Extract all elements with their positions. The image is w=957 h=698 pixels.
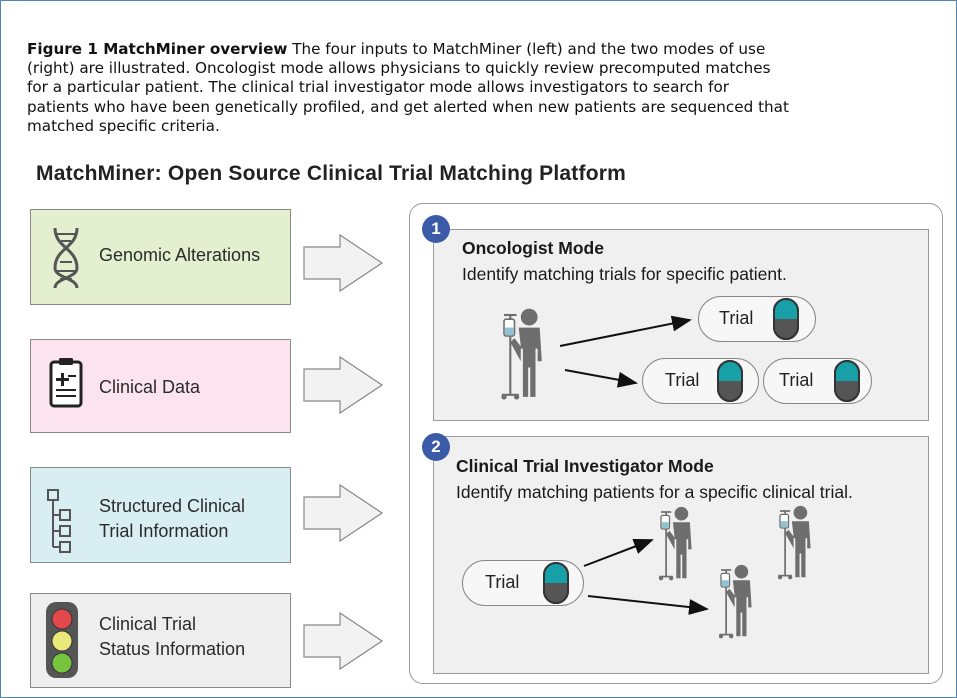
pill-capsule-icon <box>543 562 569 604</box>
trial-label: Trial <box>485 572 520 592</box>
pill-capsule-icon <box>834 360 860 402</box>
investigator-mode-panel <box>433 436 929 674</box>
input-label: Structured Clinical <box>99 496 246 516</box>
dna-icon <box>53 227 79 289</box>
traffic-light-icon <box>46 602 78 678</box>
trial-label: Trial <box>779 370 814 390</box>
clipboard-icon <box>49 358 83 408</box>
input-structured-trial-info: Structured Clinical Trial Information <box>30 467 291 563</box>
caption-text-2: (right) are illustrated. Oncologist mode… <box>27 59 771 78</box>
patient-figure <box>500 307 543 401</box>
patient-figure <box>718 564 753 640</box>
flow-arrow <box>303 483 384 543</box>
figure-caption: Figure 1 MatchMiner overview The four in… <box>27 40 952 136</box>
patient-figure <box>658 506 693 582</box>
caption-text-5: matched specific criteria. <box>27 116 220 135</box>
input-label: Trial Information <box>99 521 229 541</box>
caption-text-1: The four inputs to MatchMiner (left) and… <box>287 40 766 58</box>
oncologist-mode-description: Identify matching trials for specific pa… <box>462 264 787 284</box>
match-arrow <box>559 315 692 347</box>
input-label: Clinical Trial <box>99 614 197 634</box>
patient-figure <box>777 505 812 581</box>
investigator-mode-title: Clinical Trial Investigator Mode <box>456 456 714 476</box>
caption-text-4: patients who have been genetically profi… <box>27 97 789 116</box>
trial-label: Trial <box>665 370 700 390</box>
flow-arrow <box>303 355 384 415</box>
pill-capsule-icon <box>773 298 799 340</box>
input-label: Genomic Alterations <box>99 245 261 265</box>
input-label: Status Information <box>99 639 246 659</box>
caption-heading: Figure 1 MatchMiner overview <box>27 40 288 58</box>
mode-number-badge: 1 <box>422 215 450 243</box>
investigator-mode-description: Identify matching patients for a specifi… <box>456 482 853 502</box>
caption-text-3: for a particular patient. The clinical t… <box>27 78 729 97</box>
flow-arrow <box>303 233 384 293</box>
tree-icon <box>47 489 71 553</box>
match-arrow <box>564 369 638 388</box>
flow-arrow <box>303 611 384 671</box>
match-arrow <box>583 538 654 567</box>
platform-title: MatchMiner: Open Source Clinical Trial M… <box>36 162 626 185</box>
pill-capsule-icon <box>717 360 743 402</box>
match-arrow <box>587 595 709 615</box>
trial-label: Trial <box>719 308 754 328</box>
oncologist-mode-title: Oncologist Mode <box>462 238 604 258</box>
mode-number-badge: 2 <box>422 433 450 461</box>
input-label: Clinical Data <box>99 377 201 397</box>
